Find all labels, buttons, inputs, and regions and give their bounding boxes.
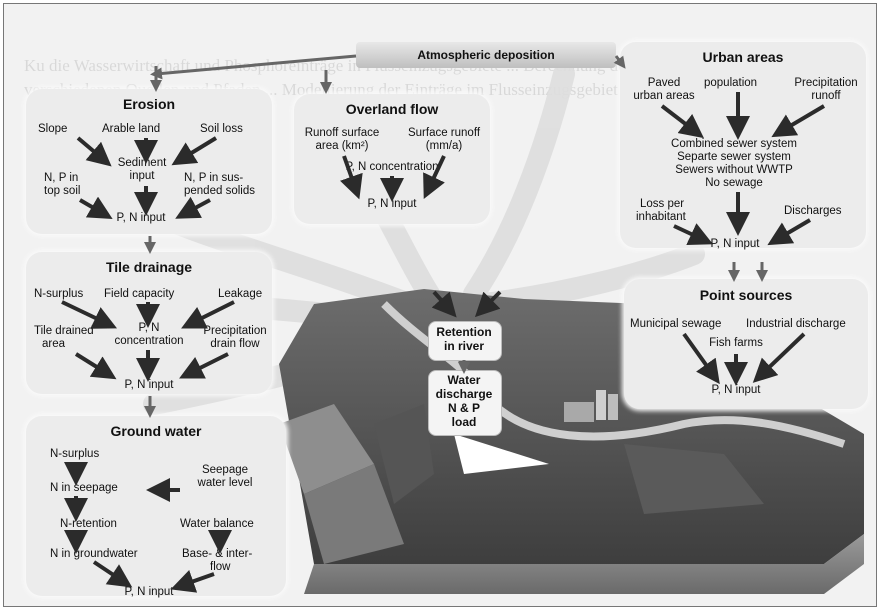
overland-concentration: P, N concentration <box>345 161 439 173</box>
arrow <box>613 55 626 69</box>
erosion-arable: Arable land <box>102 123 161 135</box>
discharge-line2: discharge <box>435 387 493 401</box>
tile-drained: Tile drained <box>34 325 94 337</box>
arrow <box>170 570 215 593</box>
arrow <box>431 290 457 318</box>
arrow <box>175 196 211 219</box>
arrow <box>76 136 112 167</box>
urban-paved: Paved <box>647 77 681 89</box>
arrow-layer <box>61 54 826 593</box>
retention-line1: Retention <box>436 325 492 339</box>
tile-title: Tile drainage <box>105 259 193 275</box>
ground-balance: Water balance <box>180 518 254 530</box>
point-sources-box <box>624 279 868 409</box>
tile-drainflow: drain flow <box>210 338 260 350</box>
tile-pn-input: P, N input <box>124 379 174 391</box>
arrow <box>92 560 133 588</box>
urban-precip-2: runoff <box>811 90 841 102</box>
point-title: Point sources <box>699 287 793 303</box>
urban-combined: Combined sewer system <box>671 138 797 150</box>
point-municipal: Municipal sewage <box>630 318 722 330</box>
ground-base: Base- & inter- <box>182 548 253 560</box>
urban-separate: Separte sewer system <box>677 151 791 163</box>
discharge-line4: load <box>451 415 477 429</box>
ground-title: Ground water <box>110 423 202 439</box>
tile-precip: Precipitation <box>203 325 267 337</box>
point-industrial: Industrial discharge <box>746 318 846 330</box>
urban-pn-input: P, N input <box>710 238 760 250</box>
urban-paved-2: urban areas <box>633 90 695 102</box>
tile-drained-2: area <box>42 338 66 350</box>
arrow <box>74 352 117 380</box>
erosion-np-susp-2: pended solids <box>184 185 255 197</box>
arrow <box>171 136 218 166</box>
urban-loss: Loss per <box>640 198 685 210</box>
arrow <box>181 300 235 329</box>
urban-population: population <box>704 77 758 89</box>
erosion-np-susp: N, P in sus- <box>184 172 244 184</box>
tile-surplus: N-surplus <box>34 288 84 300</box>
arrow <box>61 300 118 329</box>
arrow <box>78 196 113 220</box>
erosion-np-top-2: top soil <box>44 185 81 197</box>
arrow <box>660 104 704 139</box>
overland-runoff-area-2: area (km²) <box>315 140 369 152</box>
erosion-soil-loss: Soil loss <box>200 123 243 135</box>
arrow <box>150 54 357 80</box>
point-pn-input: P, N input <box>711 384 761 396</box>
discharge-line1: Water <box>447 373 481 387</box>
ground-base-2: flow <box>210 561 231 573</box>
arrow <box>673 223 714 245</box>
arrow <box>423 155 446 200</box>
arrow <box>767 218 812 246</box>
urban-title: Urban areas <box>702 49 784 65</box>
ground-pn-input: P, N input <box>124 586 174 598</box>
overland-flow-box <box>294 94 490 224</box>
tile-leakage: Leakage <box>218 288 263 300</box>
atmospheric-deposition-title: Atmospheric deposition <box>417 48 555 62</box>
arrow <box>474 290 502 318</box>
overland-surface-runoff: Surface runoff <box>407 127 481 139</box>
overland-surface-runoff-2: (mm/a) <box>425 140 463 152</box>
urban-precip: Precipitation <box>794 77 858 89</box>
arrow <box>179 352 229 379</box>
point-fish: Fish farms <box>709 337 763 349</box>
tile-field: Field capacity <box>104 288 175 300</box>
overland-pn-input: P, N input <box>367 198 417 210</box>
discharge-line3: N & P <box>447 401 480 415</box>
erosion-title: Erosion <box>122 96 176 112</box>
retention-line2: in river <box>443 339 485 353</box>
erosion-np-top: N, P in <box>44 172 79 184</box>
erosion-sediment-input: input <box>129 170 155 182</box>
urban-without: Sewers without WWTP <box>675 164 793 176</box>
diagram-frame: Ku die Wasserwirtschaft und Phosphoreint… <box>3 3 877 607</box>
arrow <box>682 332 720 385</box>
urban-no-sewage: No sewage <box>705 177 763 189</box>
arrow <box>771 104 826 138</box>
ground-seepage: Seepage <box>201 464 249 476</box>
arrow <box>752 332 806 383</box>
urban-loss-2: inhabitant <box>636 211 686 223</box>
atmospheric-deposition-banner <box>356 42 616 68</box>
overland-title: Overland flow <box>345 101 439 117</box>
overland-runoff-area: Runoff surface <box>304 127 380 139</box>
tile-concentration: concentration <box>114 335 184 347</box>
discharge-box <box>428 370 502 436</box>
ground-seepage-2: water level <box>197 477 253 489</box>
erosion-slope: Slope <box>38 123 68 135</box>
ground-surplus: N-surplus <box>50 448 100 460</box>
urban-discharges: Discharges <box>784 205 842 217</box>
arrow <box>340 155 363 200</box>
